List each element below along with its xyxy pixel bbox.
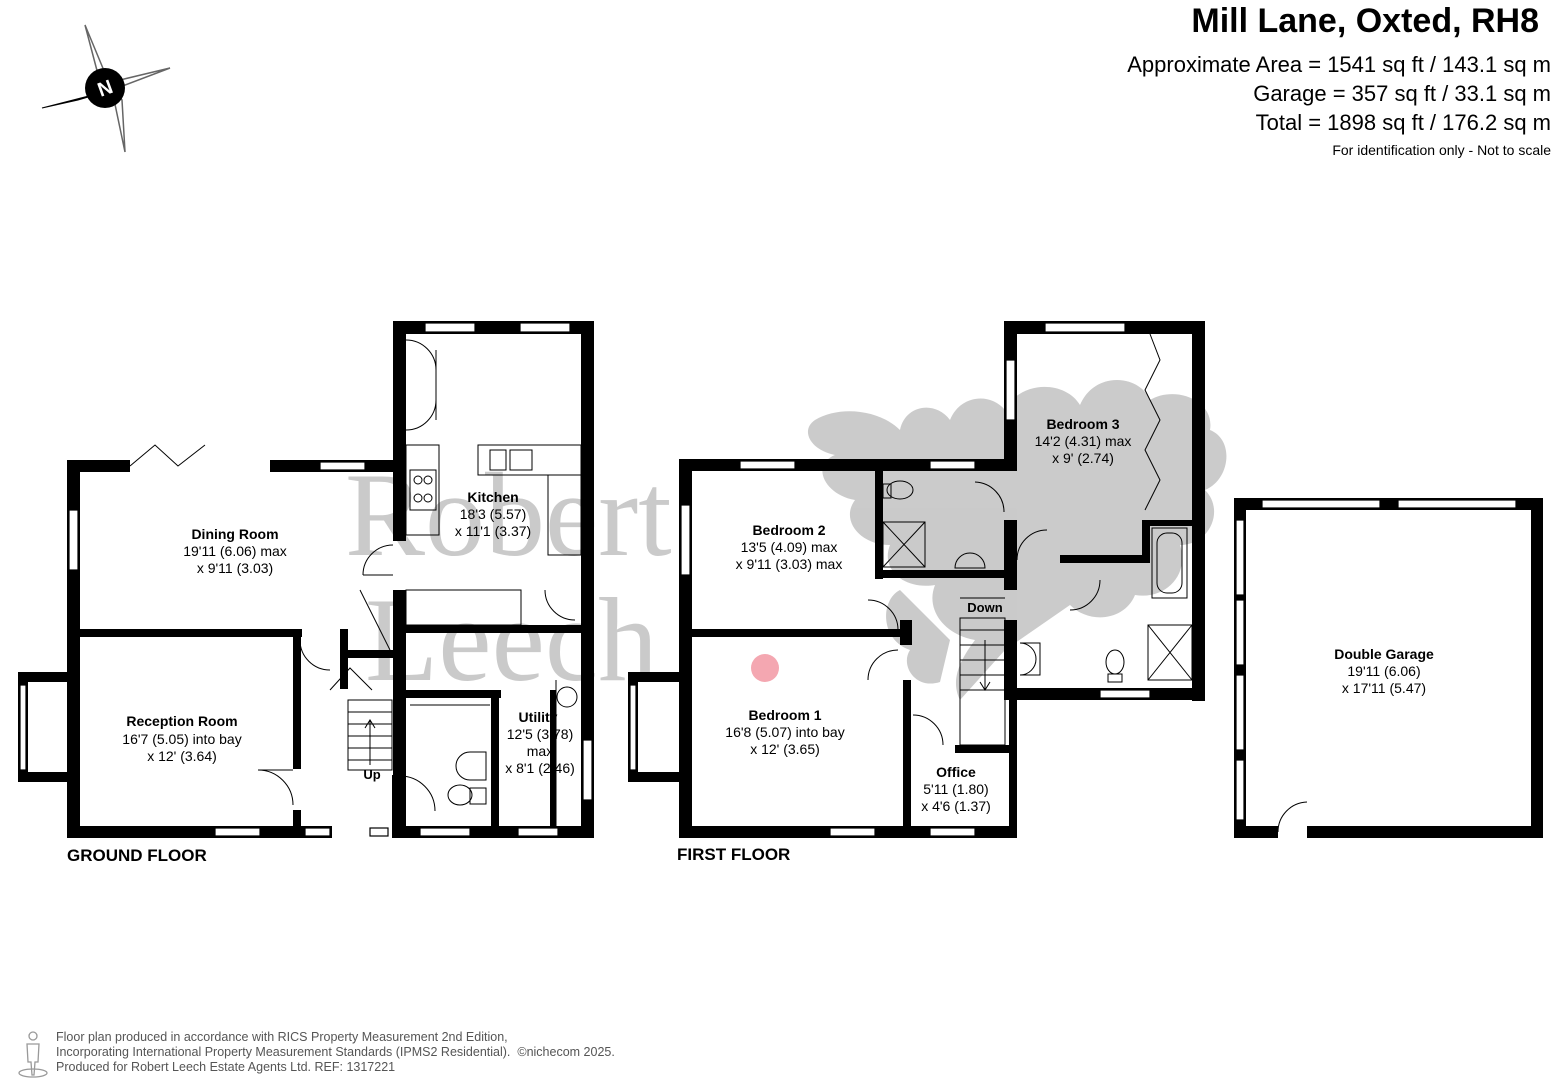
garage-windows xyxy=(1235,499,1517,821)
garage-dim-2: x 17'11 (5.47) xyxy=(1342,680,1426,696)
kitchen-dim-1: 18'3 (5.57) xyxy=(460,506,527,522)
bedroom-1-dim-2: x 12' (3.65) xyxy=(750,741,820,757)
bedroom-2-name: Bedroom 2 xyxy=(752,522,825,538)
stairs-up-label: Up xyxy=(363,767,380,782)
bedroom-3-dim-1: 14'2 (4.31) max xyxy=(1035,433,1132,449)
approximate-area: Approximate Area = 1541 sq ft / 143.1 sq… xyxy=(1127,52,1551,77)
watermark-dot xyxy=(751,654,779,682)
bedroom-2-dim-2: x 9'11 (3.03) max xyxy=(736,556,843,572)
ground-floor-windows xyxy=(19,322,593,837)
reception-room-dim-2: x 12' (3.64) xyxy=(147,748,217,764)
reception-room-dim-1: 16'7 (5.05) into bay xyxy=(122,731,241,747)
scale-disclaimer: For identification only - Not to scale xyxy=(1332,142,1551,158)
kitchen-name: Kitchen xyxy=(467,489,518,505)
kitchen-dim-2: x 11'1 (3.37) xyxy=(455,523,531,539)
bedroom-1-name: Bedroom 1 xyxy=(748,707,821,723)
first-floor-label: FIRST FLOOR xyxy=(677,845,791,864)
dining-room-dim-2: x 9'11 (3.03) xyxy=(197,560,273,576)
first-floor-windows xyxy=(629,322,1151,837)
watermark-line-2: Leech xyxy=(365,573,658,706)
compass-north-label: N xyxy=(95,76,116,102)
utility-dim-1: 12'5 (3.78) xyxy=(507,726,574,742)
total-area: Total = 1898 sq ft / 176.2 sq m xyxy=(1255,110,1551,135)
utility-dim-3: x 8'1 (2.46) xyxy=(505,760,575,776)
garage-name: Double Garage xyxy=(1334,646,1434,662)
utility-dim-2: max xyxy=(527,743,553,759)
bedroom-3-name: Bedroom 3 xyxy=(1046,416,1119,432)
compass-icon: N xyxy=(41,24,171,153)
footer-line-3: Produced for Robert Leech Estate Agents … xyxy=(56,1060,396,1074)
dining-room-dim-1: 19'11 (6.06) max xyxy=(183,543,287,559)
stairs-down-label: Down xyxy=(967,600,1002,615)
first-floor-fixtures xyxy=(867,333,1193,746)
footer: Floor plan produced in accordance with R… xyxy=(56,1030,615,1075)
garage-area: Garage = 357 sq ft / 33.1 sq m xyxy=(1253,81,1551,106)
utility-name: Utility xyxy=(519,709,558,725)
ground-floor-walls xyxy=(18,321,594,838)
ground-floor-fixtures xyxy=(129,339,582,826)
garage-door-arc xyxy=(1277,801,1308,833)
dining-room-name: Dining Room xyxy=(191,526,278,542)
reception-room-name: Reception Room xyxy=(126,713,237,729)
page-title: Mill Lane, Oxted, RH8 xyxy=(1191,2,1539,40)
ground-floor-label: GROUND FLOOR xyxy=(67,846,207,865)
bedroom-1-dim-1: 16'8 (5.07) into bay xyxy=(725,724,844,740)
garage-dim-1: 19'11 (6.06) xyxy=(1347,663,1420,679)
bedroom-3-dim-2: x 9' (2.74) xyxy=(1052,450,1114,466)
footer-line-2-text: Incorporating International Property Mea… xyxy=(56,1045,511,1059)
footer-line-1: Floor plan produced in accordance with R… xyxy=(56,1030,508,1044)
office-dim-2: x 4'6 (1.37) xyxy=(921,798,991,814)
bedroom-2-dim-1: 13'5 (4.09) max xyxy=(741,539,838,555)
oak-leaf-watermark-icon xyxy=(807,380,1227,700)
office-dim-1: 5'11 (1.80) xyxy=(923,781,988,797)
footer-copyright: ©nichecom 2025. xyxy=(517,1045,615,1059)
footer-line-2: Incorporating International Property Mea… xyxy=(56,1045,615,1060)
room-labels: Dining Room 19'11 (6.06) max x 9'11 (3.0… xyxy=(122,416,1434,814)
office-name: Office xyxy=(936,764,976,780)
person-icon xyxy=(18,1031,48,1078)
